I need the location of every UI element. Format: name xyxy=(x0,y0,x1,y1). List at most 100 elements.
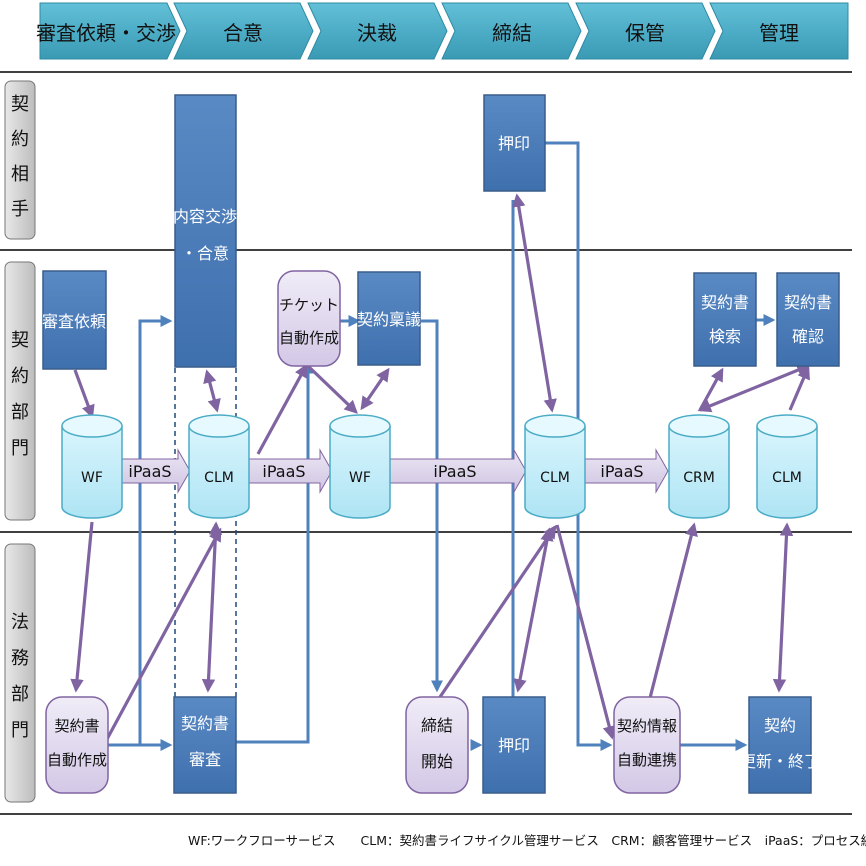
lane-label-legal-dept: 法 務 部 門 xyxy=(4,543,36,803)
svg-text:手: 手 xyxy=(11,199,29,220)
box-seal-partner: 押印 xyxy=(483,94,546,192)
arrow xyxy=(648,522,698,699)
ipaas-connectors: iPaaS iPaaS iPaaS iPaaS xyxy=(121,448,669,494)
box-contract-search: 契約書 検索 xyxy=(693,272,757,367)
phase-label: 締結 xyxy=(492,21,532,45)
svg-text:検索: 検索 xyxy=(709,327,741,346)
arrow xyxy=(438,524,557,698)
rounded-contract-auto: 契約書 自動作成 xyxy=(45,696,109,794)
svg-text:締結: 締結 xyxy=(421,716,453,735)
phase-label: 審査依頼・交渉 xyxy=(36,21,176,45)
svg-text:確認: 確認 xyxy=(792,327,824,346)
svg-text:CLM: CLM xyxy=(772,470,802,486)
box-negotiation: 内容交渉 ・合意 xyxy=(173,94,237,368)
svg-text:CLM: CLM xyxy=(540,470,570,486)
svg-text:WF: WF xyxy=(81,470,103,486)
database-clm: CLM xyxy=(188,414,250,519)
svg-text:契約書: 契約書 xyxy=(181,714,229,733)
arrow xyxy=(555,524,616,740)
arrow xyxy=(306,364,358,414)
arrow xyxy=(203,369,221,413)
ipaas-label: iPaaS xyxy=(262,462,305,481)
box-contract-review: 契約書 審査 xyxy=(173,696,237,794)
database-wf: WF xyxy=(329,414,391,519)
svg-text:CLM: CLM xyxy=(204,470,234,486)
svg-text:自動作成: 自動作成 xyxy=(279,329,339,347)
svg-text:約: 約 xyxy=(11,129,29,150)
phase-chevron xyxy=(575,2,716,60)
arrow xyxy=(256,363,308,455)
svg-text:門: 門 xyxy=(11,720,29,741)
arrow xyxy=(512,193,557,413)
svg-text:部: 部 xyxy=(11,684,29,705)
phase-chevron xyxy=(173,2,314,60)
arrow xyxy=(513,527,554,693)
footer-legend: WF:ワークフローサービス CLM：契約書ライフサイクル管理サービス CRM：顧… xyxy=(188,833,866,848)
svg-text:自動作成: 自動作成 xyxy=(47,751,107,769)
box-contract-approval: 契約稟議 xyxy=(357,271,421,366)
box-contract-confirm: 契約書 確認 xyxy=(776,272,840,367)
svg-text:契約書: 契約書 xyxy=(54,717,99,735)
ipaas-label: iPaaS xyxy=(128,462,171,481)
svg-text:チケット: チケット xyxy=(279,296,339,314)
svg-text:相: 相 xyxy=(11,164,29,185)
phase-label: 保管 xyxy=(625,21,665,45)
svg-text:更新・終了: 更新・終了 xyxy=(740,752,820,771)
lane-dividers xyxy=(0,71,852,815)
svg-text:内容交渉: 内容交渉 xyxy=(173,207,237,226)
svg-text:契約書: 契約書 xyxy=(784,293,832,312)
phase-chevron xyxy=(709,2,849,60)
svg-text:押印: 押印 xyxy=(498,134,530,153)
phase-chevron xyxy=(441,2,582,60)
lane-label-partner: 契 約 相 手 xyxy=(4,80,36,240)
svg-text:・合意: ・合意 xyxy=(181,244,229,263)
svg-text:門: 門 xyxy=(11,438,29,459)
rounded-signing-start: 締結 開始 xyxy=(405,696,469,794)
svg-text:法: 法 xyxy=(11,612,29,633)
flow-line xyxy=(420,319,443,693)
svg-text:CRM: CRM xyxy=(683,470,715,486)
database-cylinders: WF CLM WF CLM CRM CLM xyxy=(61,414,818,519)
ipaas-label: iPaaS xyxy=(600,462,643,481)
blue-flow-lines xyxy=(108,141,776,751)
arrow xyxy=(104,527,222,742)
flow-line xyxy=(236,361,314,744)
database-clm: CLM xyxy=(524,414,586,519)
rounded-ticket-auto: チケット 自動作成 xyxy=(277,270,341,367)
phase-label: 決裁 xyxy=(357,21,397,45)
svg-text:契約書: 契約書 xyxy=(701,293,749,312)
ipaas-label: iPaaS xyxy=(433,462,476,481)
box-seal-legal: 押印 xyxy=(482,696,546,794)
database-crm: CRM xyxy=(668,414,730,519)
arrow xyxy=(772,522,794,693)
phase-label: 合意 xyxy=(223,21,263,45)
svg-text:契約情報: 契約情報 xyxy=(617,717,677,735)
arrow xyxy=(697,363,811,413)
database-wf: WF xyxy=(61,414,123,519)
database-clm: CLM xyxy=(756,414,818,519)
process-boxes: 審査依頼 内容交渉 ・合意 押印 契約稟議 契約書 検索 契約書 確認 契約書 xyxy=(42,94,840,794)
phase-chevron xyxy=(307,2,448,60)
automation-boxes: チケット 自動作成 契約書 自動作成 締結 開始 契約情報 自動連携 xyxy=(45,270,681,794)
purple-arrows xyxy=(70,193,811,742)
phase-chevron xyxy=(39,2,181,60)
ipaas-arrow xyxy=(246,448,333,494)
ipaas-arrow xyxy=(582,448,669,494)
box-renewal-termination: 契約 更新・終了 xyxy=(740,696,820,794)
phase-header: 審査依頼・交渉 合意 決裁 締結 保管 管理 xyxy=(36,2,849,60)
lane-label-contract-dept: 契 約 部 門 xyxy=(4,261,36,521)
svg-text:約: 約 xyxy=(11,366,29,387)
svg-text:押印: 押印 xyxy=(498,736,530,755)
rounded-contract-info-sync: 契約情報 自動連携 xyxy=(613,696,681,794)
svg-text:自動連携: 自動連携 xyxy=(617,751,677,769)
ipaas-arrow xyxy=(121,448,191,494)
arrow xyxy=(73,369,95,419)
svg-text:審査依頼: 審査依頼 xyxy=(42,312,106,331)
phase-label: 管理 xyxy=(759,21,799,45)
svg-text:契: 契 xyxy=(11,94,29,115)
svg-text:契: 契 xyxy=(11,330,29,351)
svg-text:部: 部 xyxy=(11,402,29,423)
arrow xyxy=(70,521,94,693)
arrow xyxy=(788,365,810,411)
